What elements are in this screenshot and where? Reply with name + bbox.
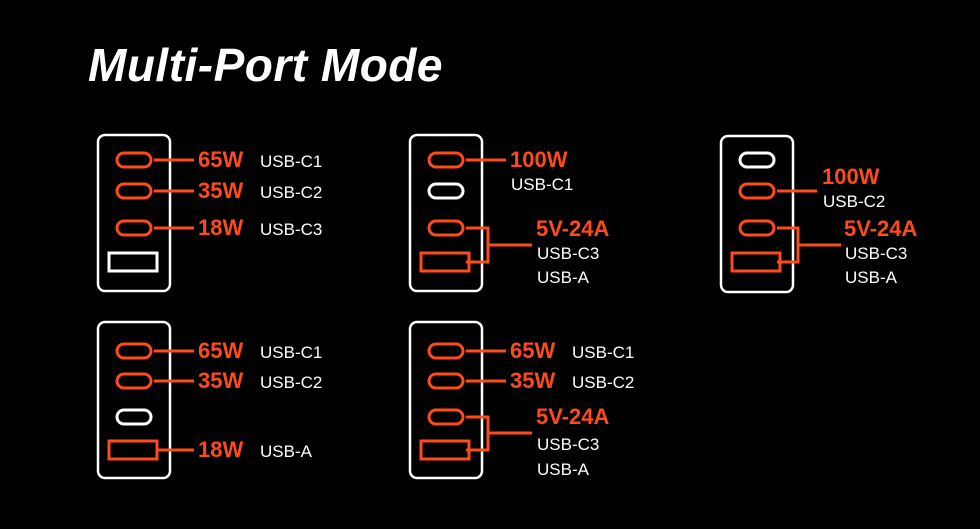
output-wattage: 65W bbox=[198, 147, 243, 172]
output-port-name: USB-C2 bbox=[260, 373, 322, 392]
usb-a-port-icon bbox=[419, 251, 471, 273]
usb-c2-port-icon bbox=[115, 182, 153, 200]
usb-a-port-icon bbox=[107, 251, 159, 273]
usb-c3-port-icon bbox=[115, 408, 153, 426]
usb-c3-port-icon bbox=[738, 219, 776, 237]
charger-config-3: 100W USB-C2 5V-24A USB-C3 USB-A bbox=[719, 134, 917, 294]
usb-c1-port-icon bbox=[738, 151, 776, 169]
usb-c1-port-icon bbox=[115, 342, 153, 360]
charger-body bbox=[408, 133, 484, 293]
output-port-name: USB-C2 bbox=[260, 183, 322, 202]
output-port-name: USB-C2 bbox=[572, 373, 634, 392]
charger-config-2: 100W USB-C1 5V-24A USB-C3 USB-A bbox=[408, 133, 609, 293]
output-port-name: USB-C1 bbox=[572, 343, 634, 362]
bracket-connector bbox=[466, 415, 532, 452]
output-wattage: 5V-24A bbox=[844, 216, 917, 241]
output-port-name: USB-C1 bbox=[260, 343, 322, 362]
output-port-name: USB-C2 bbox=[823, 192, 885, 211]
output-port-name: USB-A bbox=[537, 268, 590, 287]
output-port-name: USB-C3 bbox=[260, 220, 322, 239]
usb-c2-port-icon bbox=[427, 372, 465, 390]
usb-c1-port-icon bbox=[427, 151, 465, 169]
charger-body bbox=[408, 320, 484, 480]
output-wattage: 65W bbox=[198, 338, 243, 363]
output-wattage: 35W bbox=[198, 178, 243, 203]
output-wattage: 65W bbox=[510, 338, 555, 363]
output-wattage: 18W bbox=[198, 215, 243, 240]
output-port-name: USB-C1 bbox=[511, 175, 573, 194]
output-port-name: USB-A bbox=[260, 442, 313, 461]
charger-body bbox=[96, 320, 172, 480]
usb-a-port-icon bbox=[107, 439, 159, 461]
usb-c3-port-icon bbox=[427, 408, 465, 426]
output-port-name: USB-C1 bbox=[260, 152, 322, 171]
usb-c2-port-icon bbox=[738, 182, 776, 200]
output-port-name: USB-C3 bbox=[845, 244, 907, 263]
bracket-connector bbox=[777, 226, 841, 264]
output-wattage: 18W bbox=[198, 437, 243, 462]
usb-a-port-icon bbox=[730, 251, 782, 273]
charger-config-1: 65W USB-C1 35W USB-C2 18W USB-C3 bbox=[96, 133, 322, 293]
output-port-name: USB-A bbox=[537, 460, 590, 479]
output-port-name: USB-C3 bbox=[537, 435, 599, 454]
usb-c1-port-icon bbox=[427, 342, 465, 360]
usb-c2-port-icon bbox=[115, 372, 153, 390]
output-wattage: 5V-24A bbox=[536, 404, 609, 429]
output-wattage: 100W bbox=[510, 147, 568, 172]
charger-body bbox=[719, 134, 795, 294]
output-wattage: 5V-24A bbox=[536, 216, 609, 241]
output-port-name: USB-A bbox=[845, 268, 898, 287]
charger-config-5: 65W USB-C1 35W USB-C2 5V-24A USB-C3 USB-… bbox=[408, 320, 634, 480]
usb-c2-port-icon bbox=[427, 182, 465, 200]
charger-config-4: 65W USB-C1 35W USB-C2 18W USB-A bbox=[96, 320, 322, 480]
usb-c1-port-icon bbox=[115, 151, 153, 169]
usb-c3-port-icon bbox=[427, 219, 465, 237]
output-wattage: 100W bbox=[822, 164, 880, 189]
charger-body bbox=[96, 133, 172, 293]
output-wattage: 35W bbox=[198, 368, 243, 393]
usb-a-port-icon bbox=[419, 439, 471, 461]
bracket-connector bbox=[466, 226, 532, 264]
output-port-name: USB-C3 bbox=[537, 244, 599, 263]
usb-c3-port-icon bbox=[115, 219, 153, 237]
page-title: Multi-Port Mode bbox=[88, 39, 443, 91]
output-wattage: 35W bbox=[510, 368, 555, 393]
